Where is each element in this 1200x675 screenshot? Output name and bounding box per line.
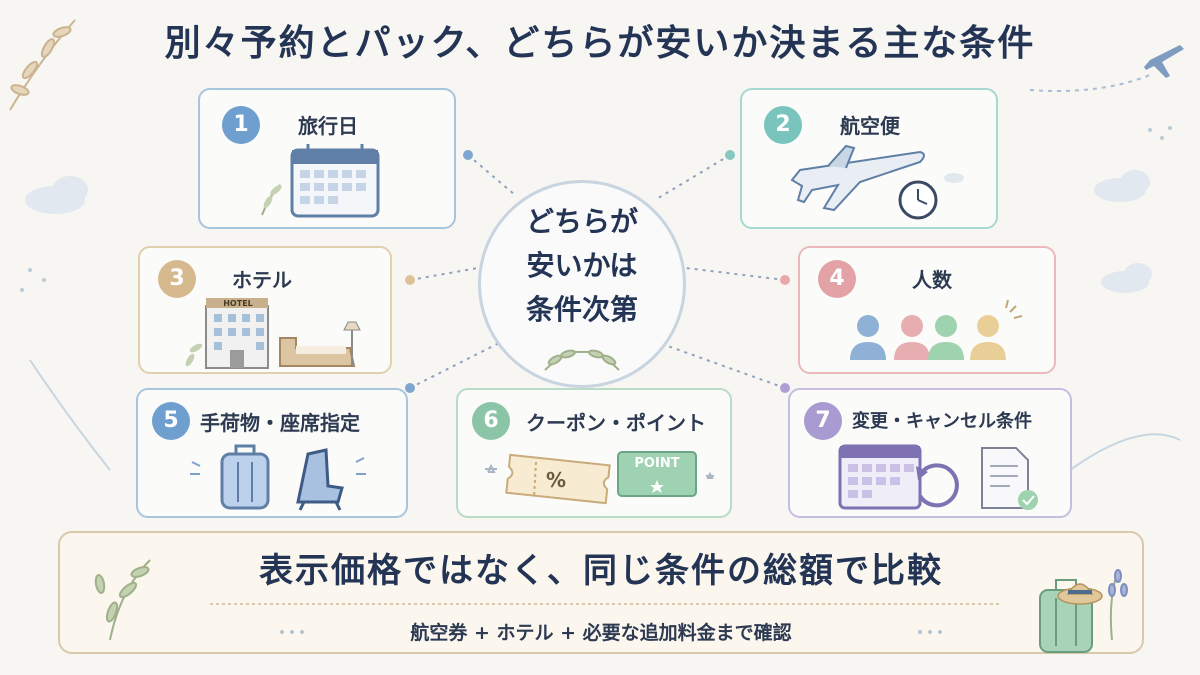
people-icon <box>850 299 1023 360</box>
condition-label-3: ホテル <box>232 268 292 292</box>
calendar-icon <box>261 144 380 218</box>
summary-subtext: 航空券 + ホテル + 必要な追加料金まで確認 <box>410 622 792 644</box>
point-card-label: POINT <box>634 456 680 471</box>
condition-number-4: 4 <box>818 260 856 298</box>
condition-label-2: 航空便 <box>840 114 900 138</box>
airplane-icon <box>790 144 964 220</box>
center-text: どちらが 安いかは 条件次第 <box>478 200 686 332</box>
condition-card-3: 3 ホテル HOTEL <box>138 246 392 374</box>
condition-number-7: 7 <box>804 402 842 440</box>
summary-box <box>58 531 1144 654</box>
center-line-1: どちらが <box>525 205 638 238</box>
center-line-2: 安いかは <box>526 249 638 282</box>
coupon-percent: % <box>546 468 567 492</box>
condition-label-4: 人数 <box>912 268 952 292</box>
condition-card-7: 7 変更・キャンセル条件 <box>788 388 1072 518</box>
condition-card-2: 2 航空便 <box>740 88 998 229</box>
leaf-branch-left-icon <box>9 19 76 111</box>
airplane-small-icon <box>1144 45 1184 78</box>
condition-label-5: 手荷物・座席指定 <box>200 411 360 435</box>
condition-number-2: 2 <box>764 106 802 144</box>
condition-card-1: 1 旅行日 <box>198 88 456 229</box>
condition-number-1: 1 <box>222 106 260 144</box>
hotel-sign: HOTEL <box>223 299 253 308</box>
condition-number-5: 5 <box>152 402 190 440</box>
coupon-icon <box>485 451 714 505</box>
condition-card-5: 5 手荷物・座席指定 <box>136 388 408 518</box>
condition-label-1: 旅行日 <box>298 114 358 138</box>
summary-headline: 表示価格ではなく、同じ条件の総額で比較 <box>259 551 943 591</box>
suitcase-seat-icon <box>190 444 366 511</box>
condition-number-3: 3 <box>158 260 196 298</box>
cloud-icon <box>25 170 1152 293</box>
condition-number-6: 6 <box>472 402 510 440</box>
calendar-change-icon <box>838 444 1038 510</box>
center-line-3: 条件次第 <box>525 293 638 326</box>
condition-label-6: クーポン・ポイント <box>526 411 706 435</box>
page-title: 別々予約とパック、どちらが安いか決まる主な条件 <box>164 23 1036 64</box>
hotel-icon <box>185 298 361 369</box>
condition-card-6: 6 クーポン・ポイント % POINT <box>456 388 732 518</box>
condition-label-7: 変更・キャンセル条件 <box>852 411 1032 432</box>
condition-card-4: 4 人数 <box>798 246 1056 374</box>
